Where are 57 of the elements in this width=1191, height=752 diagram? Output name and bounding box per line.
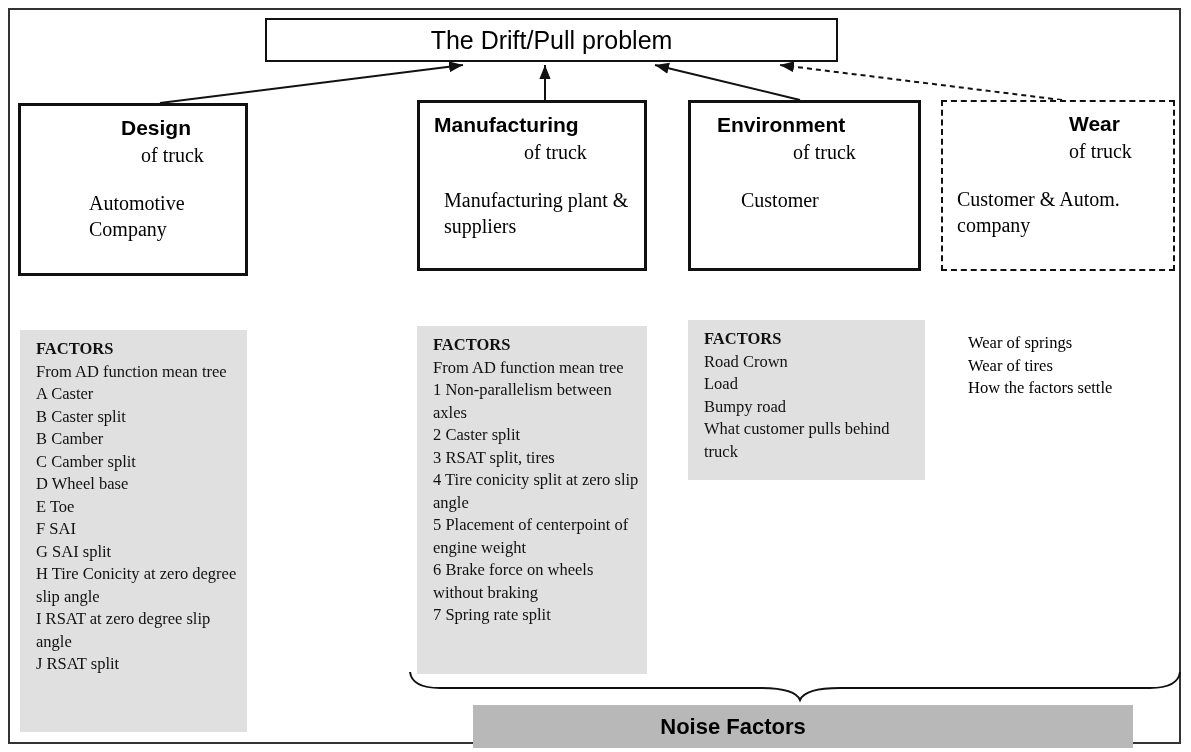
noise-factors-bar bbox=[473, 705, 1133, 748]
factor-item: F SAI bbox=[36, 518, 77, 540]
factor-item: Road Crown bbox=[704, 350, 789, 373]
factor-item: What customer pulls behind truck bbox=[704, 418, 891, 463]
factor-item: G SAI split bbox=[36, 540, 113, 563]
factor-item: 2 Caster split bbox=[433, 424, 522, 446]
category-subtitle: of truck bbox=[523, 140, 588, 165]
category-box bbox=[417, 100, 647, 271]
factor-item: E Toe bbox=[36, 495, 76, 518]
responsible-party: Customer bbox=[740, 188, 820, 213]
factor-item: Load bbox=[704, 373, 739, 395]
wear-factor: Wear of springs bbox=[968, 332, 1074, 354]
responsible-party: Manufacturing plant & suppliers bbox=[443, 188, 630, 239]
responsible-party: Automotive Company bbox=[88, 191, 186, 242]
category-box bbox=[941, 100, 1175, 271]
factors-panel bbox=[688, 320, 925, 480]
factor-item: A Caster bbox=[36, 383, 95, 405]
category-box bbox=[688, 100, 921, 271]
factor-item: J RSAT split bbox=[36, 653, 121, 675]
wear-factor: How the factors settle bbox=[968, 377, 1114, 399]
factor-item: 4 Tire conicity split at zero slip angle bbox=[433, 469, 639, 514]
arrow bbox=[159, 61, 464, 104]
arrow bbox=[779, 61, 1063, 101]
wear-factor: Wear of tires bbox=[968, 354, 1054, 377]
factor-item: B Caster split bbox=[36, 405, 127, 428]
factors-heading: FACTORS bbox=[36, 338, 115, 360]
factor-item: D Wheel base bbox=[36, 473, 130, 495]
category-title: Manufacturing bbox=[433, 113, 580, 137]
factor-item: From AD function mean tree bbox=[433, 356, 625, 379]
category-title: Environment bbox=[716, 113, 847, 137]
factor-item: From AD function mean tree bbox=[36, 360, 228, 383]
factor-item: I RSAT at zero degree slip angle bbox=[36, 608, 212, 653]
category-subtitle: of truck bbox=[140, 143, 205, 168]
factors-heading: FACTORS bbox=[433, 334, 512, 356]
category-title: Wear bbox=[1068, 112, 1121, 136]
problem-title: The Drift/Pull problem bbox=[429, 25, 674, 56]
arrow bbox=[539, 64, 551, 101]
category-title: Design bbox=[120, 116, 192, 140]
factor-item: 6 Brake force on wheels without braking bbox=[433, 559, 595, 604]
factors-panel bbox=[20, 330, 247, 732]
factor-item: 5 Placement of centerpoint of engine weight bbox=[433, 514, 630, 559]
problem-box bbox=[265, 18, 838, 62]
category-box bbox=[18, 103, 248, 276]
factor-item: Bumpy road bbox=[704, 395, 788, 418]
arrow bbox=[654, 62, 801, 101]
factor-item: 1 Non-parallelism between axles bbox=[433, 379, 613, 424]
category-subtitle: of truck bbox=[1068, 139, 1133, 164]
category-subtitle: of truck bbox=[792, 140, 857, 165]
factor-item: C Camber split bbox=[36, 450, 137, 473]
factor-item: 3 RSAT split, tires bbox=[433, 446, 556, 469]
responsible-party: Customer & Autom. company bbox=[956, 187, 1121, 238]
bar-label: Noise Factors bbox=[659, 713, 807, 741]
factor-item: H Tire Conicity at zero degree slip angle bbox=[36, 563, 238, 608]
factors-panel bbox=[417, 326, 647, 674]
factor-item: 7 Spring rate split bbox=[433, 604, 552, 626]
factor-item: B Camber bbox=[36, 428, 105, 450]
factors-heading: FACTORS bbox=[704, 328, 783, 350]
